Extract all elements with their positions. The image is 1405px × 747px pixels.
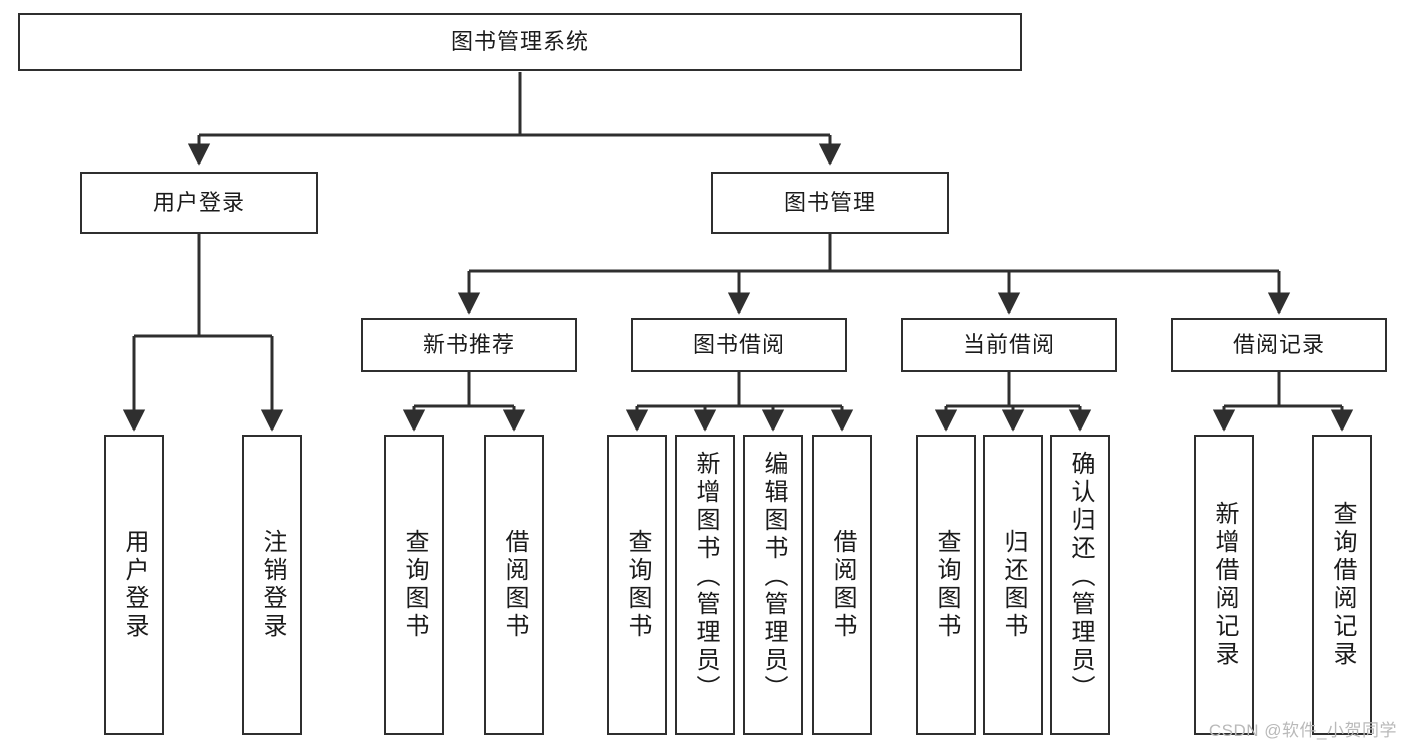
- node-leaf-logout-login-label: 注销登录: [259, 529, 286, 641]
- node-leaf-query-record-label: 查询借阅记录: [1329, 501, 1356, 669]
- node-leaf-confirm-return-label: 确认归还（管理员）: [1067, 451, 1094, 703]
- node-leaf-borrow-book-1-label: 借阅图书: [501, 529, 528, 641]
- node-leaf-confirm-return[interactable]: 确认归还（管理员）: [1050, 435, 1110, 735]
- node-leaf-borrow-book-1[interactable]: 借阅图书: [484, 435, 544, 735]
- node-leaf-add-book-label: 新增图书（管理员）: [692, 451, 719, 703]
- node-new-book-recommend[interactable]: 新书推荐: [361, 318, 577, 372]
- node-borrow-record-label: 借阅记录: [1232, 332, 1325, 358]
- node-user-login-label: 用户登录: [152, 190, 245, 216]
- node-leaf-user-login-label: 用户登录: [121, 529, 148, 641]
- node-leaf-add-book[interactable]: 新增图书（管理员）: [675, 435, 735, 735]
- node-leaf-add-record-label: 新增借阅记录: [1211, 501, 1238, 669]
- node-leaf-query-book-1[interactable]: 查询图书: [384, 435, 444, 735]
- node-leaf-query-record[interactable]: 查询借阅记录: [1312, 435, 1372, 735]
- node-user-login[interactable]: 用户登录: [80, 172, 318, 234]
- node-borrow-record[interactable]: 借阅记录: [1171, 318, 1387, 372]
- node-leaf-user-login[interactable]: 用户登录: [104, 435, 164, 735]
- node-book-manage[interactable]: 图书管理: [711, 172, 949, 234]
- node-leaf-query-book-2-label: 查询图书: [624, 529, 651, 641]
- node-book-manage-label: 图书管理: [783, 190, 876, 216]
- node-leaf-query-book-3-label: 查询图书: [933, 529, 960, 641]
- node-root[interactable]: 图书管理系统: [18, 13, 1022, 71]
- node-leaf-borrow-book-2-label: 借阅图书: [829, 529, 856, 641]
- node-root-label: 图书管理系统: [450, 29, 589, 55]
- node-leaf-edit-book-label: 编辑图书（管理员）: [760, 451, 787, 703]
- node-leaf-query-book-1-label: 查询图书: [401, 529, 428, 641]
- node-leaf-borrow-book-2[interactable]: 借阅图书: [812, 435, 872, 735]
- node-leaf-add-record[interactable]: 新增借阅记录: [1194, 435, 1254, 735]
- node-leaf-query-book-3[interactable]: 查询图书: [916, 435, 976, 735]
- node-leaf-logout-login[interactable]: 注销登录: [242, 435, 302, 735]
- node-current-borrow-label: 当前借阅: [962, 332, 1055, 358]
- node-leaf-return-book-label: 归还图书: [1000, 529, 1027, 641]
- node-book-borrow-label: 图书借阅: [692, 332, 785, 358]
- node-leaf-return-book[interactable]: 归还图书: [983, 435, 1043, 735]
- node-new-book-recommend-label: 新书推荐: [422, 332, 515, 358]
- node-leaf-edit-book[interactable]: 编辑图书（管理员）: [743, 435, 803, 735]
- node-leaf-query-book-2[interactable]: 查询图书: [607, 435, 667, 735]
- node-book-borrow[interactable]: 图书借阅: [631, 318, 847, 372]
- node-current-borrow[interactable]: 当前借阅: [901, 318, 1117, 372]
